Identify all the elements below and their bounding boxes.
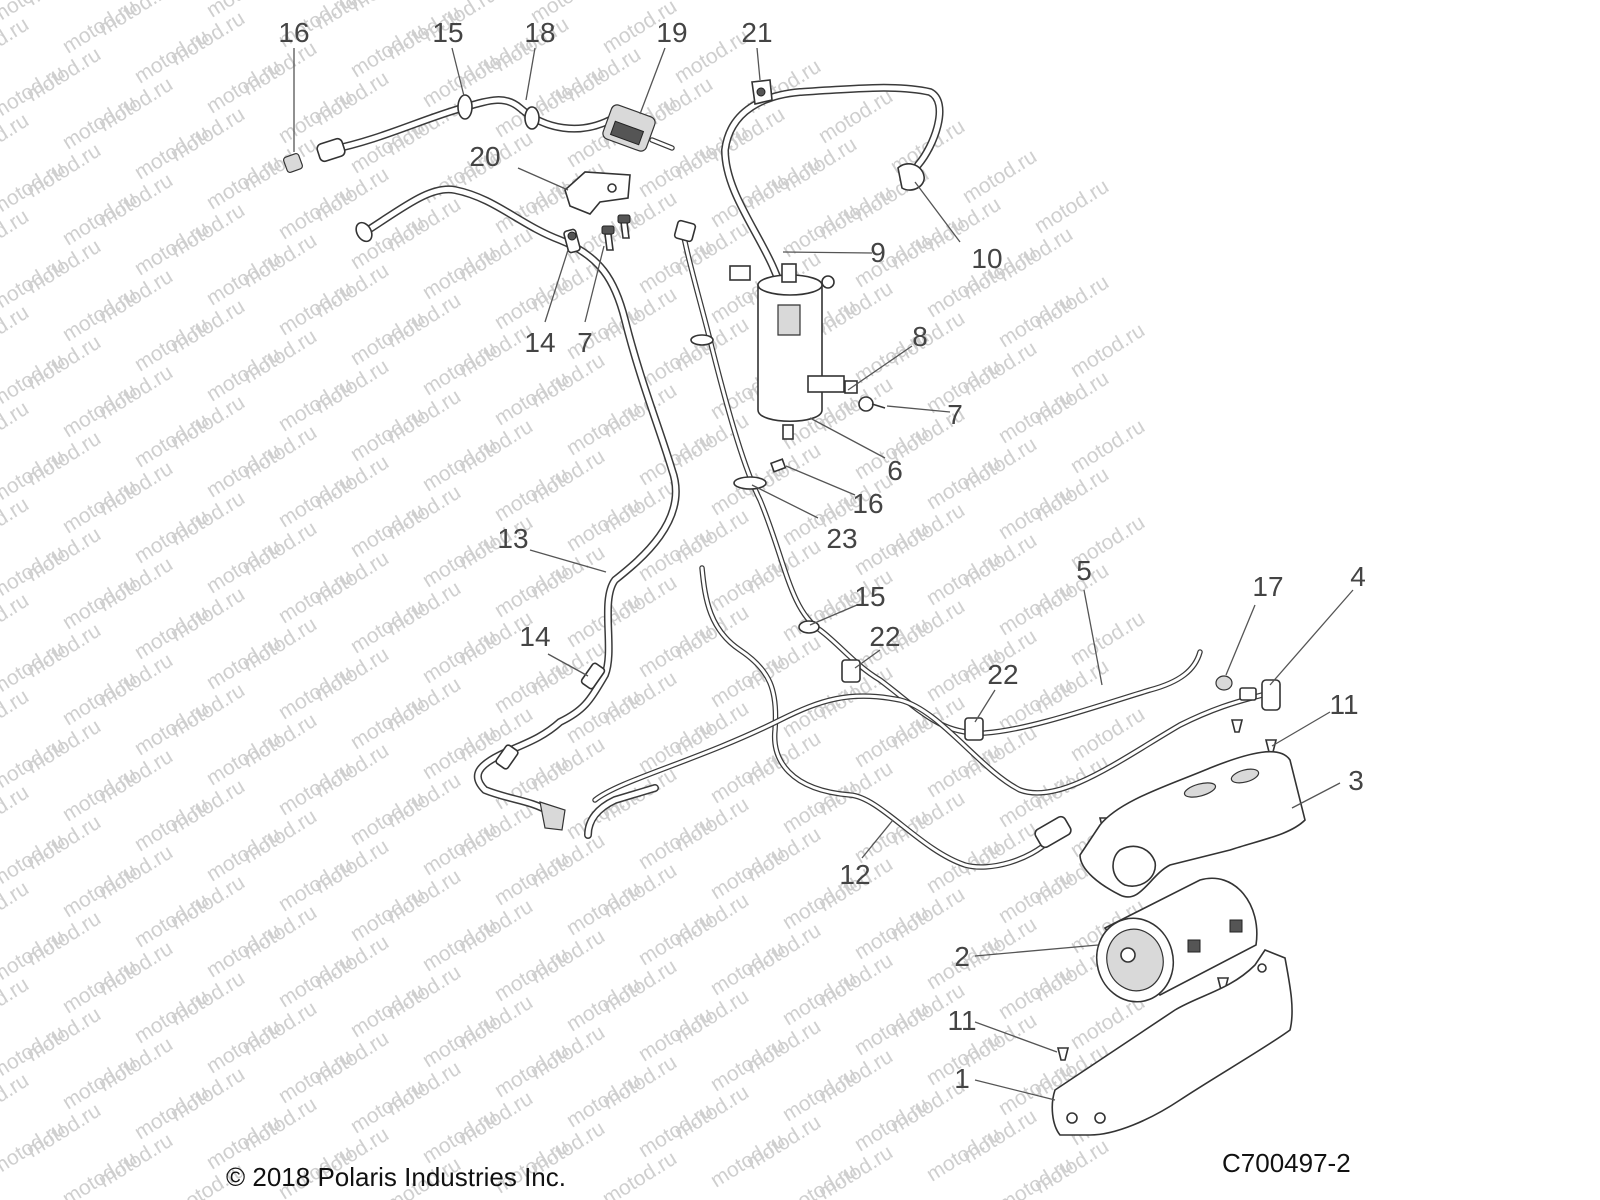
watermark-text: motod.ru [0,13,33,76]
watermark-text: motod.ru [0,1069,33,1132]
callout-14-lower: 14 [519,621,550,652]
watermark-text: motod.ru [0,397,33,460]
callout-11-lower: 11 [947,1005,976,1036]
callout-19: 19 [656,17,687,48]
callout-17: 17 [1252,571,1283,602]
canister-cover-3 [1079,750,1306,898]
watermark-text: motod.ru [1066,415,1148,478]
clamp-15-upper [457,94,540,130]
callout-14-upper: 14 [524,327,555,358]
callout-9: 9 [870,237,886,268]
callout-12: 12 [839,859,870,890]
callout-2: 2 [954,941,970,972]
hose-end-16 [282,137,346,174]
solenoid-valve-19 [602,104,675,152]
clamps-on-vent-line [690,334,984,741]
callout-labels: 16 15 18 19 21 20 9 10 14 7 8 7 6 16 23 … [278,17,1365,1094]
callout-7-upper: 7 [577,327,593,358]
watermark-text: motod.ru [1030,175,1112,238]
mounting-bracket-1 [1051,949,1293,1136]
connector-23-top [673,219,697,243]
watermark-text: motod.ru [0,685,33,748]
watermark-text: motod.ru [814,85,896,148]
callout-20: 20 [469,141,500,172]
watermark-text: motod.ru [0,301,33,364]
callout-13: 13 [497,523,528,554]
screws-8-7 [821,275,886,412]
callout-1: 1 [954,1063,970,1094]
callout-10: 10 [971,243,1002,274]
watermark-text: motod.ru [58,1147,140,1200]
watermark-text: motod.ru [1066,607,1148,670]
watermark-text: motod.ru [994,1153,1076,1200]
drawing-number: C700497-2 [1222,1148,1351,1178]
screws-7-upper [601,214,631,251]
callout-5: 5 [1076,555,1092,586]
callout-3: 3 [1348,765,1364,796]
watermark-text: motod.ru [0,781,33,844]
callout-15-lower: 15 [854,581,885,612]
bracket-20 [564,171,631,215]
hose-12 [699,565,1072,870]
charcoal-canister-2 [1095,877,1258,1003]
callout-18: 18 [524,17,555,48]
leader-lines [293,47,1354,1101]
clip-10 [897,163,925,191]
watermark-text: motod.ru [0,205,33,268]
callout-7-lower: 7 [947,399,963,430]
callout-6: 6 [887,455,903,486]
callout-4: 4 [1350,561,1366,592]
callout-16-upper: 16 [278,17,309,48]
watermark-text: motod.ru [778,1159,860,1200]
watermark-text: motod.ru [58,0,140,58]
hose-9 [721,83,944,302]
watermark-text: motod.ru [598,1147,680,1200]
watermark-text: motod.ru [958,145,1040,208]
watermark-text: motod.ru [0,1117,69,1180]
callout-11-upper: 11 [1329,689,1358,720]
callout-23: 23 [826,523,857,554]
copyright-notice: © 2018 Polaris Industries Inc. [226,1162,566,1192]
callout-22-right: 22 [987,659,1018,690]
fitting-4-17 [1215,675,1281,711]
hose-13-ends [355,221,566,831]
line-4 [584,692,1265,839]
watermark-layer: motod.rumotod.rumotod.rumotod.rumotod.ru… [0,0,1149,1200]
watermark-text: motod.ru [0,109,33,172]
watermark-text: motod.ru [1066,319,1148,382]
clip-21 [751,79,773,105]
fuel-filter-6 [729,263,858,440]
hose-18 [326,96,614,154]
watermark-text: motod.ru [0,877,33,940]
vent-line-5 [680,229,1203,736]
connector-16-lower [769,458,787,473]
watermark-text: motod.ru [0,589,33,652]
watermark-text: motod.ru [0,973,33,1036]
callout-16-lower: 16 [852,488,883,519]
callout-15-upper: 15 [432,17,463,48]
callout-22-left: 22 [869,621,900,652]
clamp-14 [495,228,606,770]
watermark-text: motod.ru [0,493,33,556]
watermark-text: motod.ru [238,0,320,4]
callout-21: 21 [741,17,772,48]
callout-8: 8 [912,321,928,352]
